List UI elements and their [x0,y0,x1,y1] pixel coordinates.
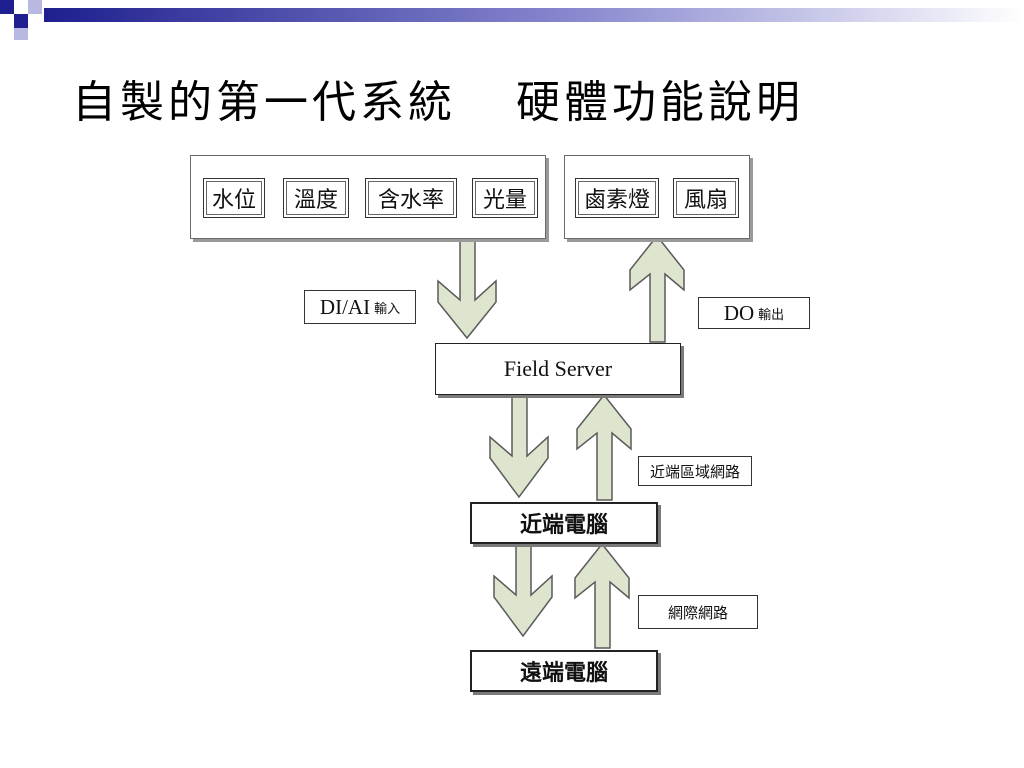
title-left: 自製的第一代系統 [72,77,456,128]
field-server-node: Field Server [435,343,681,395]
output-label-sub: 輸出 [758,307,785,323]
arrow-fs-to-local-down [489,395,549,499]
output-label-main: DO [723,300,755,325]
sensor-moisture: 含水率 [365,178,457,218]
internet-label: 網際網路 [638,595,758,629]
input-label-main: DI/AI [319,294,371,319]
arrow-local-to-fs-up [576,393,632,501]
actuator-fan: 風扇 [673,178,739,218]
remote-pc-node: 遠端電腦 [470,650,658,692]
local-pc-node: 近端電腦 [470,502,658,544]
arrow-remote-to-local-up [574,542,630,649]
actuator-halogen-lamp: 鹵素燈 [575,178,659,218]
input-label-sub: 輸入 [374,301,401,317]
arrow-local-to-remote-down [493,543,553,638]
sensor-light: 光量 [472,178,538,218]
arrow-output-up [629,234,685,343]
corner-decoration [0,0,1024,40]
flow-arrows [437,234,685,649]
sensor-water-level: 水位 [203,178,265,218]
arrow-input-down [437,236,497,340]
actuator-group: 鹵素燈 風扇 [564,155,750,239]
sensor-group: 水位 溫度 含水率 光量 [190,155,546,239]
page-title: 自製的第一代系統 硬體功能說明 [72,66,804,130]
title-right: 硬體功能說明 [516,77,804,128]
lan-label: 近端區域網路 [638,456,752,486]
sensor-temperature: 溫度 [283,178,349,218]
